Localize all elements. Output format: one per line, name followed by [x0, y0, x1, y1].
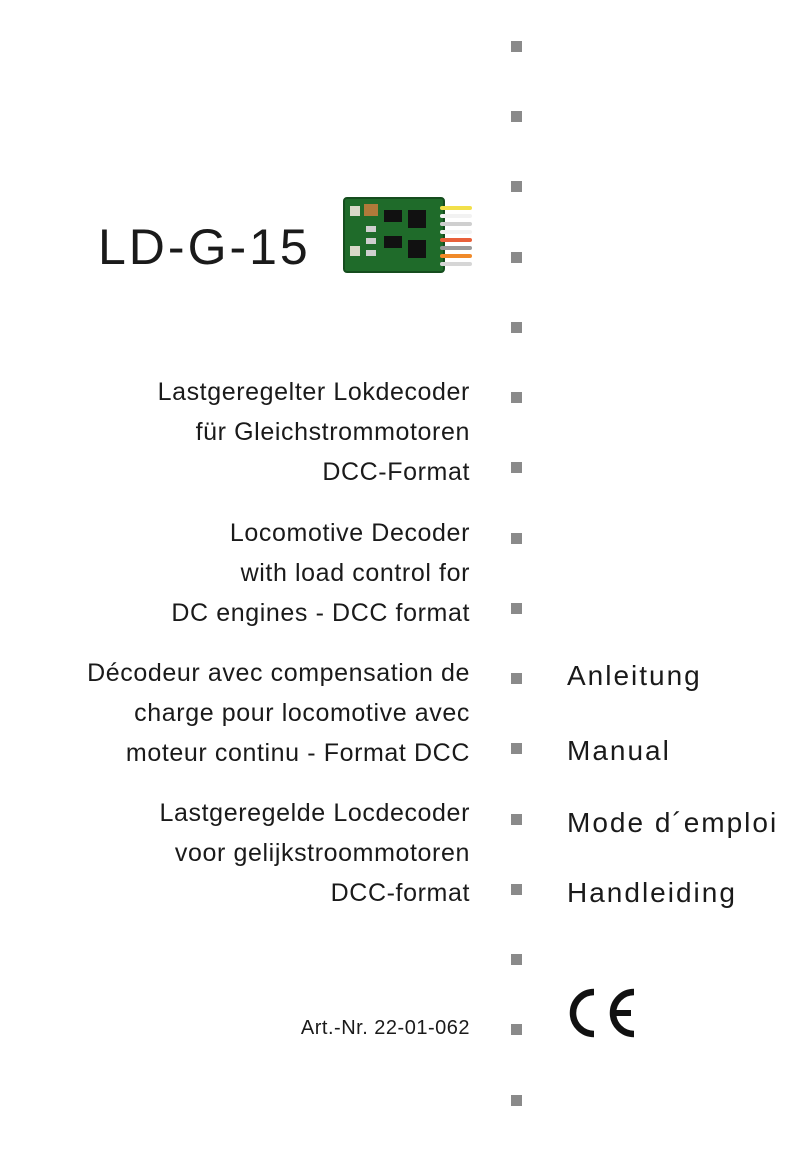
manual-label-fr: Mode d´emploi [567, 807, 779, 838]
ce-mark-icon [569, 988, 635, 1038]
description-de: Lastgeregelter Lokdecoder für Gleichstro… [158, 372, 470, 492]
description-nl-line-1: Lastgeregelde Locdecoder [159, 799, 470, 827]
description-en-line-2: with load control for [240, 559, 470, 587]
decoder-photo [343, 197, 472, 273]
description-fr: Décodeur avec compensation de charge pou… [87, 653, 470, 773]
bullet-marker [511, 814, 522, 825]
bullet-marker [511, 252, 522, 263]
bullet-marker [511, 1095, 522, 1106]
bullet-marker [511, 743, 522, 754]
description-en: Locomotive Decoder with load control for… [171, 513, 470, 633]
bullet-marker [511, 533, 522, 544]
bullet-marker [511, 884, 522, 895]
bullet-marker [511, 392, 522, 403]
bullet-marker [511, 462, 522, 473]
product-title: LD-G-15 [98, 219, 311, 275]
description-de-line-3: DCC-Format [322, 458, 470, 486]
description-en-line-3: DC engines - DCC format [171, 599, 470, 627]
description-de-line-1: Lastgeregelter Lokdecoder [157, 378, 470, 406]
bullet-marker [511, 603, 522, 614]
article-number: Art.-Nr. 22-01-062 [300, 1017, 470, 1039]
description-nl-line-2: voor gelijkstroommotoren [174, 839, 470, 867]
bullet-marker [511, 954, 522, 965]
description-nl-line-3: DCC-format [330, 879, 470, 907]
description-nl: Lastgeregelde Locdecoder voor gelijkstro… [160, 793, 470, 913]
description-de-line-2: für Gleichstrommotoren [195, 418, 470, 446]
bullet-marker [511, 322, 522, 333]
bullet-marker [511, 111, 522, 122]
manual-label-de: Anleitung [567, 660, 702, 691]
bullet-marker [511, 41, 522, 52]
description-fr-line-1: Décodeur avec compensation de [87, 659, 470, 687]
description-en-line-1: Locomotive Decoder [229, 519, 470, 547]
bullet-marker [511, 181, 522, 192]
manual-label-en: Manual [567, 735, 671, 766]
bullet-marker [511, 1024, 522, 1035]
manual-label-nl: Handleiding [567, 877, 737, 908]
bullet-marker [511, 673, 522, 684]
description-fr-line-2: charge pour locomotive avec [134, 699, 470, 727]
description-fr-line-3: moteur continu - Format DCC [125, 739, 470, 767]
